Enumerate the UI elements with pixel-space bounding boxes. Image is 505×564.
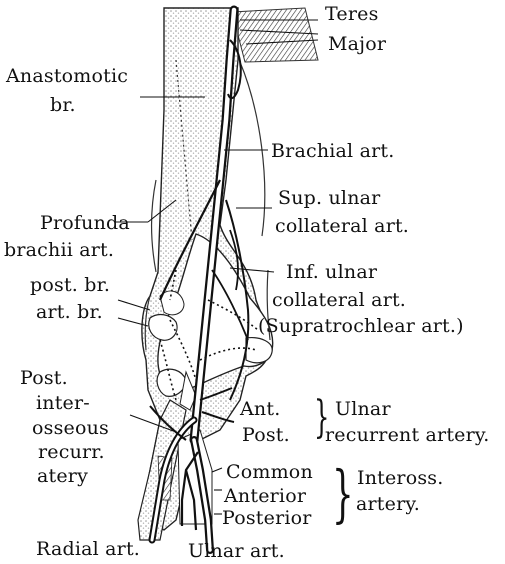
label-post-art-2: art. br. bbox=[36, 302, 103, 322]
label-profunda-2: brachii art. bbox=[4, 240, 114, 260]
label-inf-ulnar-3: (Supratrochlear art.) bbox=[258, 316, 464, 336]
label-sup-ulnar-1: Sup. ulnar bbox=[278, 188, 380, 208]
label-inteross-anterior: Anterior bbox=[224, 486, 306, 506]
label-radial-art: Radial art. bbox=[36, 539, 140, 559]
label-post-inteross-3: osseous bbox=[32, 418, 109, 438]
label-post-inteross-1: Post. bbox=[20, 368, 68, 388]
label-inteross-common: Common bbox=[226, 462, 313, 482]
label-ulnar-recurrent-1: Ulnar bbox=[335, 399, 391, 419]
label-profunda-1: Profunda bbox=[40, 213, 130, 233]
teres-major-muscle bbox=[232, 8, 318, 62]
label-teres-2: Major bbox=[328, 34, 386, 54]
label-post-inteross-5: atery bbox=[37, 466, 88, 486]
label-anastomotic-2: br. bbox=[50, 95, 76, 115]
label-inteross-1: Inteross. bbox=[357, 468, 443, 488]
label-sup-ulnar-2: collateral art. bbox=[275, 216, 409, 236]
label-anastomotic-1: Anastomotic bbox=[6, 66, 128, 86]
label-inteross-posterior: Posterior bbox=[222, 508, 312, 528]
label-inteross-2: artery. bbox=[356, 494, 420, 514]
label-ulnar-recurrent-post: Post. bbox=[242, 425, 290, 445]
label-post-inteross-2: inter- bbox=[36, 393, 90, 413]
label-ulnar-recurrent-2: recurrent artery. bbox=[325, 425, 490, 445]
label-inf-ulnar-1: Inf. ulnar bbox=[286, 262, 377, 282]
label-ulnar-art: Ulnar art. bbox=[188, 541, 285, 561]
label-inf-ulnar-2: collateral art. bbox=[272, 290, 406, 310]
inteross-brace: } bbox=[332, 458, 354, 530]
label-teres-1: Teres bbox=[325, 4, 379, 24]
label-ulnar-recurrent-ant: Ant. bbox=[240, 399, 280, 419]
label-brachial-art: Brachial art. bbox=[271, 141, 394, 161]
label-post-art-1: post. br. bbox=[30, 275, 110, 295]
label-post-inteross-4: recurr. bbox=[38, 442, 105, 462]
